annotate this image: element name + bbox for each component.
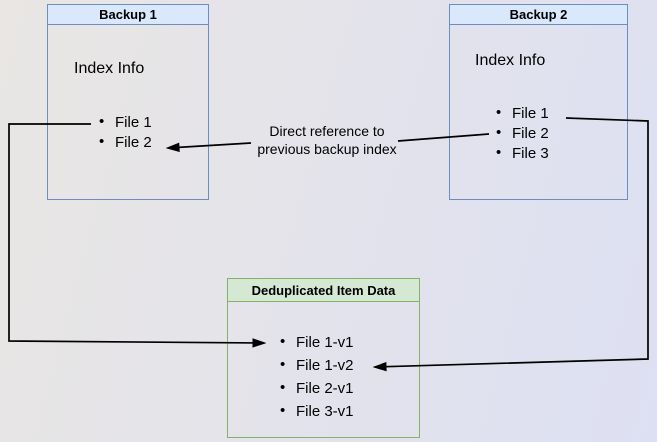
dedup-title: Deduplicated Item Data <box>228 279 419 302</box>
backup2-file-2: File 2 <box>496 123 549 144</box>
reference-edge-label-line2: previous backup index <box>257 141 397 157</box>
backup2-file-1: File 1 <box>496 103 549 124</box>
backup2-title: Backup 2 <box>450 5 627 25</box>
dedup-item-file1-v1: File 1-v1 <box>280 330 354 354</box>
reference-edge-label-line1: Direct reference to <box>269 123 385 139</box>
dedup-node: Deduplicated Item Data File 1-v1 File 1-… <box>227 278 420 438</box>
dedup-item-list: File 1-v1 File 1-v2 File 2-v1 File 3-v1 <box>280 330 354 423</box>
backup1-file-list: File 1 File 2 <box>99 112 152 153</box>
backup2-file-list: File 1 File 2 File 3 <box>496 103 549 164</box>
backup2-node: Backup 2 Index Info File 1 File 2 File 3 <box>449 4 628 200</box>
reference-edge-label: Direct reference to previous backup inde… <box>240 122 414 158</box>
dedup-item-file2-v1: File 2-v1 <box>280 376 354 400</box>
backup1-node: Backup 1 Index Info File 1 File 2 <box>47 4 209 200</box>
dedup-item-file1-v2: File 1-v2 <box>280 353 354 377</box>
backup2-index-info-label: Index Info <box>475 52 546 69</box>
dedup-item-file3-v1: File 3-v1 <box>280 399 354 423</box>
backup2-file-3: File 3 <box>496 143 549 164</box>
backup1-file-1: File 1 <box>99 112 152 133</box>
backup1-file-2: File 2 <box>99 132 152 153</box>
backup1-title: Backup 1 <box>48 5 208 25</box>
backup1-index-info-label: Index Info <box>74 60 145 77</box>
